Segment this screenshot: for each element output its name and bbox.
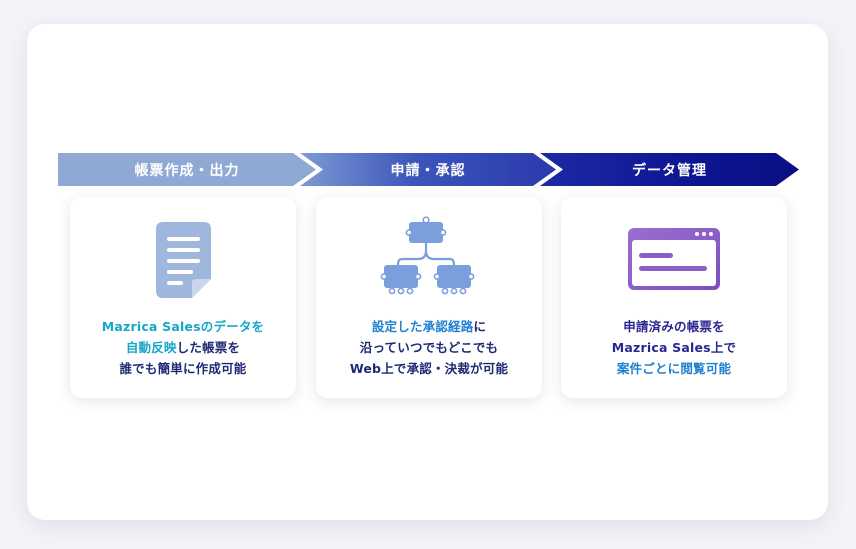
step-description-3: 申請済みの帳票を Mazrica Sales上で 案件ごとに閲覧可能	[561, 316, 787, 379]
desc-text: 設定した承認経路	[371, 319, 474, 334]
desc-text: Web上で承認・決裁が可能	[349, 361, 509, 376]
desc-line: Web上で承認・決裁が可能	[316, 358, 542, 379]
desc-line: 自動反映した帳票を	[70, 337, 296, 358]
desc-text: 案件ごとに閲覧可能	[616, 361, 732, 376]
desc-text: 申請済みの帳票を	[623, 319, 725, 334]
step-arrow-1: 帳票作成・出力	[58, 153, 316, 186]
desc-line: Mazrica Sales上で	[561, 337, 787, 358]
step-title-2: 申請・承認	[390, 162, 466, 179]
approval-flow-icon	[380, 216, 475, 295]
desc-text: に	[473, 319, 487, 334]
step-card-2: 設定した承認経路に 沿っていつでもどこでも Web上で承認・決裁が可能	[316, 197, 542, 398]
desc-line: 設定した承認経路に	[316, 316, 542, 337]
step-arrow-2: 申請・承認	[300, 153, 556, 186]
desc-line: Mazrica Salesのデータを	[70, 316, 296, 337]
desc-text: Mazrica Sales上で	[611, 340, 737, 355]
document-icon	[156, 222, 211, 298]
browser-window-icon	[628, 228, 720, 290]
desc-text: 誰でも簡単に作成可能	[119, 361, 247, 376]
step-description-1: Mazrica Salesのデータを 自動反映した帳票を 誰でも簡単に作成可能	[70, 316, 296, 379]
step-arrow-3: データ管理	[540, 153, 799, 186]
desc-line: 案件ごとに閲覧可能	[561, 358, 787, 379]
desc-line: 申請済みの帳票を	[561, 316, 787, 337]
step-card-3: 申請済みの帳票を Mazrica Sales上で 案件ごとに閲覧可能	[561, 197, 787, 398]
step-card-1: Mazrica Salesのデータを 自動反映した帳票を 誰でも簡単に作成可能	[70, 197, 296, 398]
desc-text: 沿っていつでもどこでも	[359, 340, 499, 355]
desc-line: 誰でも簡単に作成可能	[70, 358, 296, 379]
desc-text: Mazrica Salesのデータを	[101, 319, 265, 334]
step-title-1: 帳票作成・出力	[134, 162, 240, 179]
desc-line: 沿っていつでもどこでも	[316, 337, 542, 358]
step-title-3: データ管理	[632, 162, 707, 179]
step-description-2: 設定した承認経路に 沿っていつでもどこでも Web上で承認・決裁が可能	[316, 316, 542, 379]
desc-text: 自動反映	[125, 340, 177, 355]
desc-text: した帳票を	[176, 340, 241, 355]
